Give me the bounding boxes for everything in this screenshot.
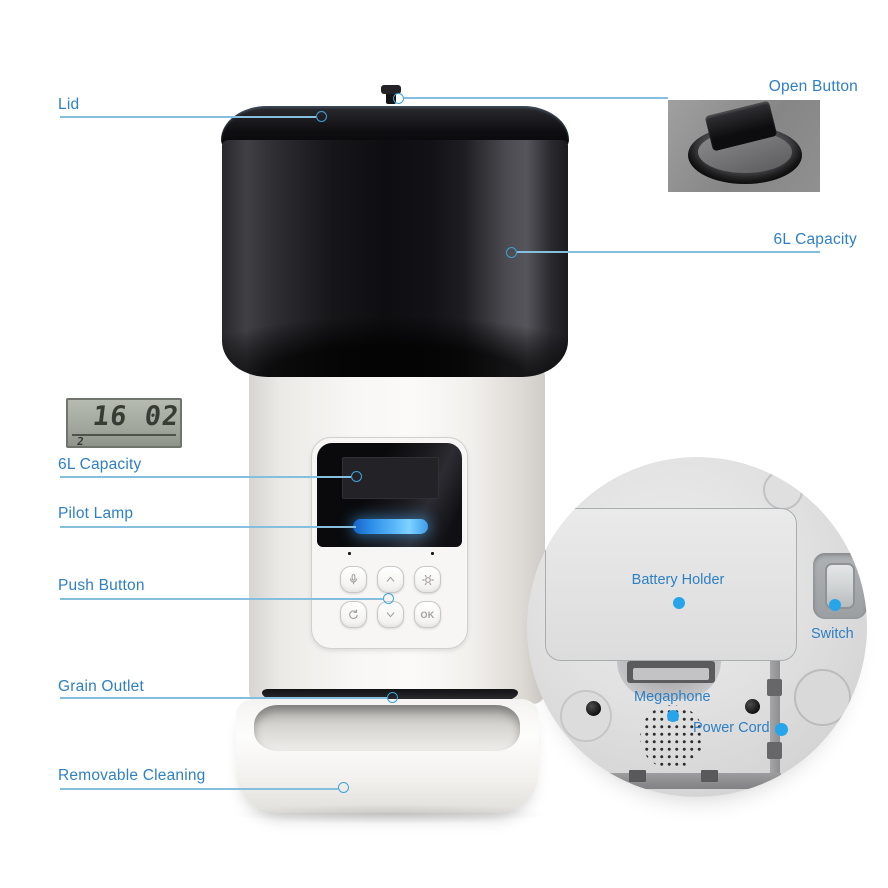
up-button — [377, 566, 404, 593]
latch-bar — [633, 668, 709, 680]
grain-outlet-marker — [387, 692, 398, 703]
lcd-display: 16 02 2 — [66, 398, 182, 448]
side-seam — [770, 661, 780, 781]
open-button-label: Open Button — [768, 78, 858, 95]
power-cord-label: Power Cord — [693, 720, 770, 736]
lid-line — [60, 116, 316, 118]
battery-cover — [545, 508, 797, 661]
chevron-up-icon — [386, 576, 395, 582]
ok-button-label: OK — [420, 609, 435, 620]
capacity-right-line — [517, 251, 820, 253]
lcd-time: 16 02 — [91, 401, 182, 432]
lid-marker — [316, 111, 327, 122]
battery-holder-label: Battery Holder — [631, 572, 725, 588]
ok-button: OK — [414, 601, 441, 628]
down-button — [377, 601, 404, 628]
panel-dot-right — [431, 552, 434, 555]
foot-left — [560, 690, 612, 742]
lid-knob-cap — [381, 85, 401, 94]
grain-outlet-line — [60, 697, 387, 699]
lcd-day-indicator: 2 — [76, 435, 85, 448]
food-bowl-interior — [254, 705, 520, 751]
bottom-view-inset: Battery Holder Switch Megaphone Power Co… — [527, 457, 867, 797]
clip-tab-2 — [767, 742, 782, 759]
removable-cleaning-marker — [338, 782, 349, 793]
ground-shadow — [228, 804, 552, 824]
gear-icon — [421, 574, 434, 585]
lid-label: Lid — [58, 96, 80, 113]
rotate-button — [340, 601, 367, 628]
pilot-lamp-line — [60, 526, 356, 528]
removable-cleaning-line — [60, 788, 338, 790]
screw-right — [745, 699, 760, 714]
open-button-line — [404, 97, 668, 99]
chevron-down-icon — [386, 612, 395, 618]
settings-button — [414, 566, 441, 593]
push-button-line — [60, 598, 383, 600]
push-button-marker — [383, 593, 394, 604]
mic-button — [340, 566, 367, 593]
foot-top-right — [763, 470, 803, 510]
screw-left — [586, 701, 601, 716]
lid-knob — [386, 88, 396, 104]
megaphone-dot — [667, 710, 679, 722]
removable-cleaning-label: Removable Cleaning — [58, 767, 206, 784]
capacity-left-line — [60, 476, 351, 478]
panel-dot-left — [348, 552, 351, 555]
food-hopper — [222, 140, 568, 377]
switch-label: Switch — [811, 626, 854, 642]
bottom-notch-1 — [629, 770, 646, 782]
open-button-photo — [668, 100, 820, 192]
clip-tab-1 — [767, 679, 782, 696]
power-cord-dot — [775, 723, 788, 736]
push-button-label: Push Button — [58, 577, 145, 594]
mic-icon — [349, 574, 358, 585]
megaphone-label: Megaphone — [634, 689, 711, 705]
bottom-edge-band — [567, 773, 781, 789]
battery-holder-dot — [673, 597, 685, 609]
grain-outlet-label: Grain Outlet — [58, 678, 144, 695]
open-button-marker — [393, 93, 404, 104]
lcd-divider — [72, 434, 176, 436]
capacity-right-label: 6L Capacity — [773, 231, 857, 248]
capacity-left-label: 6L Capacity — [58, 456, 142, 473]
switch-dot — [829, 599, 841, 611]
capacity-left-marker — [351, 471, 362, 482]
pilot-lamp-light — [353, 519, 428, 534]
capacity-right-marker — [506, 247, 517, 258]
rotate-icon — [349, 609, 358, 619]
foot-right — [794, 669, 851, 726]
pilot-lamp-label: Pilot Lamp — [58, 505, 134, 522]
bottom-notch-2 — [701, 770, 718, 782]
